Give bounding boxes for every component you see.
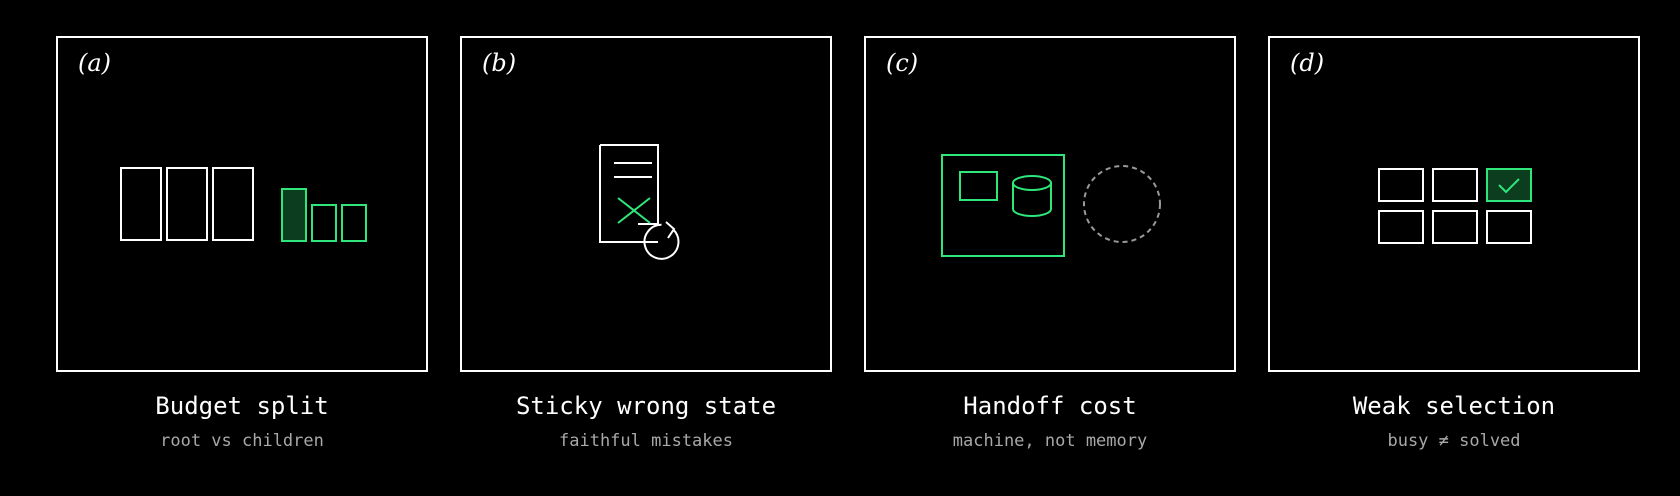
grid-cell-2 [1432, 168, 1478, 202]
child-block-filled [281, 188, 307, 242]
caption-title: Budget split [155, 392, 329, 420]
grid-cell-1 [1378, 168, 1424, 202]
database-body [1012, 183, 1052, 217]
root-block-2 [166, 167, 208, 241]
caption-weak-selection: Weak selection busy ≠ solved [1268, 390, 1640, 454]
caption-budget-split: Budget split root vs children [56, 390, 428, 454]
panel-weak-selection: (d) [1268, 36, 1640, 372]
document-error-refresh-icon [599, 144, 680, 260]
caption-subtitle: busy ≠ solved [1387, 431, 1521, 451]
memory-dashed-circle [1083, 165, 1161, 243]
panel-tag-c: (c) [886, 49, 919, 77]
panel-tag-a: (a) [78, 49, 112, 77]
grid-cell-5 [1432, 210, 1478, 244]
refresh-arrow-head [665, 221, 676, 239]
error-x-line-2 [617, 197, 651, 224]
document-icon [599, 144, 659, 243]
caption-sticky-wrong-state: Sticky wrong state faithful mistakes [460, 390, 832, 454]
panel-handoff-cost: (c) [864, 36, 1236, 372]
caption-title: Sticky wrong state [515, 392, 777, 420]
database-top [1012, 175, 1052, 191]
root-block-3 [212, 167, 254, 241]
caption-title: Handoff cost [963, 392, 1137, 420]
caption-handoff-cost: Handoff cost machine, not memory [864, 390, 1236, 454]
caption-title: Weak selection [1352, 392, 1556, 420]
child-block-2 [311, 204, 337, 242]
budget-split-icon [120, 167, 367, 242]
panel-budget-split: (a) [56, 36, 428, 372]
root-block-1 [120, 167, 162, 241]
panel-sticky-wrong-state: (b) [460, 36, 832, 372]
panel-tag-b: (b) [482, 49, 517, 77]
grid-cell-4 [1378, 210, 1424, 244]
machine-box [941, 154, 1065, 257]
check-icon [1498, 178, 1520, 194]
refresh-icon [643, 223, 680, 260]
caption-subtitle: machine, not memory [952, 431, 1148, 451]
grid-cell-6 [1486, 210, 1532, 244]
screen-icon [959, 171, 998, 201]
panel-tag-d: (d) [1290, 49, 1325, 77]
child-block-3 [341, 204, 367, 242]
grid-one-checked-icon [1378, 168, 1532, 244]
grid-cell-selected [1486, 168, 1532, 202]
caption-subtitle: faithful mistakes [559, 431, 733, 451]
machine-vs-memory-icon [941, 154, 1161, 257]
caption-subtitle: root vs children [160, 431, 324, 451]
